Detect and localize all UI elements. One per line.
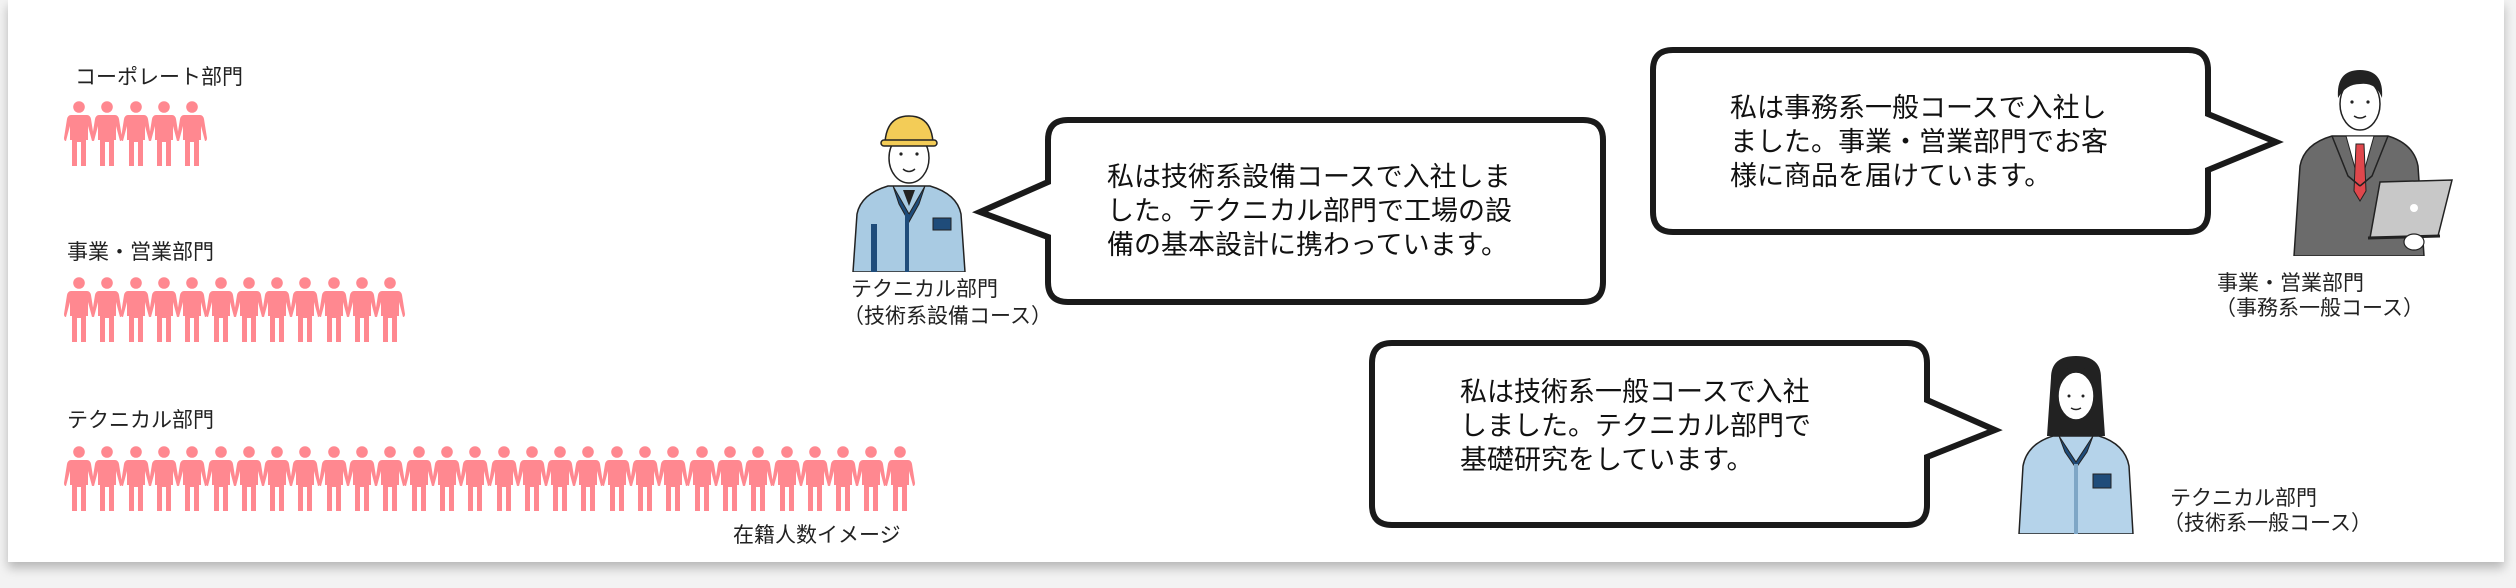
person-figure-icon xyxy=(262,277,293,342)
person-figure-icon xyxy=(233,446,264,511)
testimonial-3-caption-course: （技術系一般コース） xyxy=(2163,511,2372,535)
testimonial-2-caption-course: （事務系一般コース） xyxy=(2215,296,2424,320)
person-figure-icon xyxy=(601,446,632,511)
person-figure-icon xyxy=(205,446,236,511)
person-figure-icon xyxy=(120,446,151,511)
person-figure-icon xyxy=(347,277,377,342)
testimonial-3-caption-dept: テクニカル部門 xyxy=(2170,486,2317,510)
person-figure-icon xyxy=(177,277,208,342)
testimonial-2-text: 私は事務系一般コースで入社し ました。事業・営業部門でお客 様に商品を届けていま… xyxy=(1730,92,2108,194)
person-figure-icon xyxy=(148,446,179,511)
person-figure-icon xyxy=(856,446,887,511)
person-figure-icon xyxy=(686,446,717,511)
speech-bubble-2 xyxy=(1650,47,2284,235)
person-figure-icon xyxy=(799,446,830,511)
person-figure-icon xyxy=(828,446,859,511)
testimonial-2-line: 様に商品を届けています。 xyxy=(1730,161,2052,192)
testimonial-1-caption-course: （技術系設備コース） xyxy=(843,304,1052,328)
person-figure-icon xyxy=(347,446,377,511)
person-figure-icon xyxy=(573,446,604,511)
testimonial-1-text: 私は技術系設備コースで入社しま した。テクニカル部門で工場の設 備の基本設計に携… xyxy=(1107,161,1512,263)
person-figure-icon xyxy=(375,277,406,342)
person-figure-icon xyxy=(290,277,321,342)
dept-label-technical: テクニカル部門 xyxy=(67,408,214,432)
person-figure-icon xyxy=(431,446,462,511)
person-figure-icon xyxy=(516,446,547,511)
testimonial-1-line: 備の基本設計に携わっています。 xyxy=(1107,230,1508,261)
person-figure-icon xyxy=(177,101,208,166)
person-figure-icon xyxy=(148,277,179,342)
person-figure-icon xyxy=(64,101,94,166)
speech-bubble-3 xyxy=(1369,340,2003,528)
testimonial-2-line: ました。事業・営業部門でお客 xyxy=(1730,127,2108,158)
person-figure-icon xyxy=(233,277,264,342)
woman-worker-icon xyxy=(2018,356,2134,534)
testimonial-3-line: 私は技術系一般コースで入社 xyxy=(1460,377,1810,408)
person-figure-icon xyxy=(92,446,123,511)
person-figure-icon xyxy=(375,446,406,511)
person-figure-icon xyxy=(488,446,519,511)
testimonial-3-line: しました。テクニカル部門で xyxy=(1460,411,1811,442)
testimonial-1-line: した。テクニカル部門で工場の設 xyxy=(1107,196,1512,227)
headcount-note: 在籍人数イメージ xyxy=(733,523,901,547)
person-figure-icon xyxy=(884,446,915,511)
testimonial-1-line: 私は技術系設備コースで入社しま xyxy=(1107,162,1511,193)
person-figure-icon xyxy=(64,277,94,342)
testimonial-2-caption-dept: 事業・営業部門 xyxy=(2217,271,2364,295)
dept-label-business-sales: 事業・営業部門 xyxy=(67,240,214,264)
testimonial-1-caption-dept: テクニカル部門 xyxy=(851,277,998,301)
person-figure-icon xyxy=(92,277,123,342)
dept-label-corporate: コーポレート部門 xyxy=(75,65,243,89)
person-figure-icon xyxy=(743,446,774,511)
person-figure-icon xyxy=(318,446,349,511)
person-figure-icon xyxy=(92,101,123,166)
person-figure-icon xyxy=(714,446,745,511)
person-figure-icon xyxy=(545,446,576,511)
person-figure-icon xyxy=(120,277,151,342)
speech-bubble-1 xyxy=(971,117,1606,305)
person-figure-icon xyxy=(148,101,179,166)
person-figure-icon xyxy=(771,446,802,511)
person-figure-icon xyxy=(120,101,151,166)
person-figure-icon xyxy=(64,446,94,511)
worker-helmet-icon xyxy=(852,115,966,272)
testimonial-2-line: 私は事務系一般コースで入社し xyxy=(1730,93,2107,124)
person-figure-icon xyxy=(290,446,321,511)
businessman-laptop-icon xyxy=(2293,70,2453,256)
person-figure-icon xyxy=(460,446,491,511)
person-figure-icon xyxy=(658,446,689,511)
person-figure-icon xyxy=(403,446,434,511)
testimonial-3-text: 私は技術系一般コースで入社 しました。テクニカル部門で 基礎研究をしています。 xyxy=(1460,376,1811,478)
person-figure-icon xyxy=(630,446,660,511)
person-figure-icon xyxy=(262,446,293,511)
person-figure-icon xyxy=(177,446,208,511)
person-figure-icon xyxy=(318,277,349,342)
testimonial-3-line: 基礎研究をしています。 xyxy=(1460,445,1754,476)
person-figure-icon xyxy=(205,277,236,342)
